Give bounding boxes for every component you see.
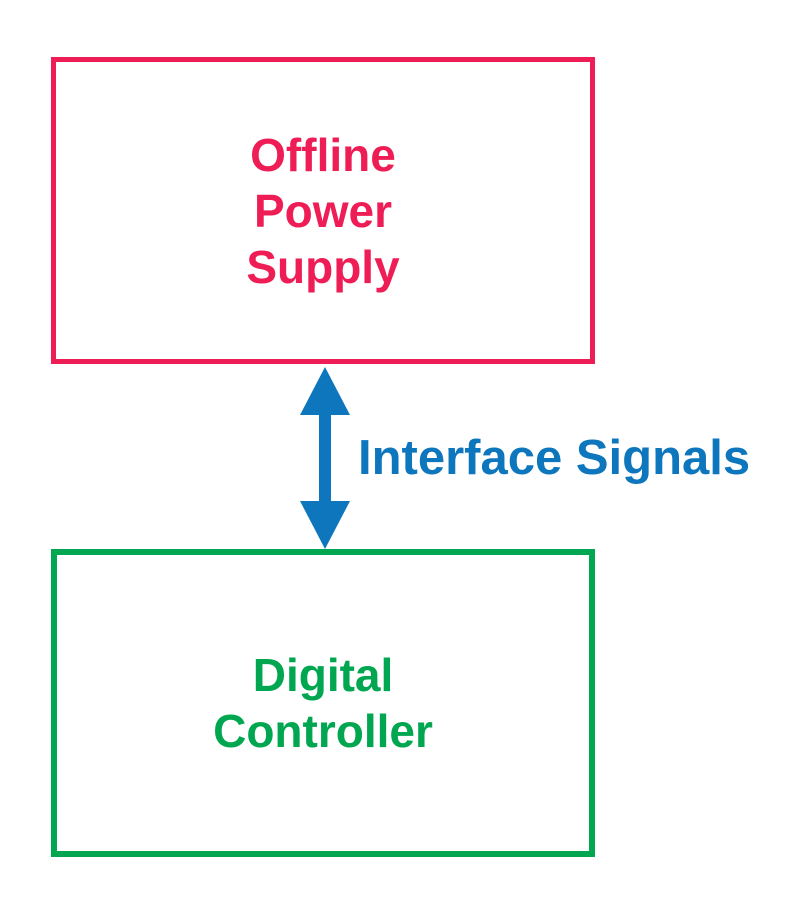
digital-controller-label: Digital Controller: [213, 647, 433, 759]
label-line: Power: [253, 184, 393, 237]
label-line: Offline: [250, 128, 396, 181]
digital-controller-box: Digital Controller: [51, 549, 595, 857]
label-line: Controller: [213, 705, 433, 757]
interface-signals-label: Interface Signals: [358, 431, 751, 485]
offline-power-supply-label: Offline Power Supply: [246, 127, 399, 295]
label-line: Supply: [246, 240, 400, 293]
label-line: Digital: [252, 649, 394, 701]
offline-power-supply-box: Offline Power Supply: [51, 57, 595, 364]
double-arrow-icon: [300, 367, 350, 549]
